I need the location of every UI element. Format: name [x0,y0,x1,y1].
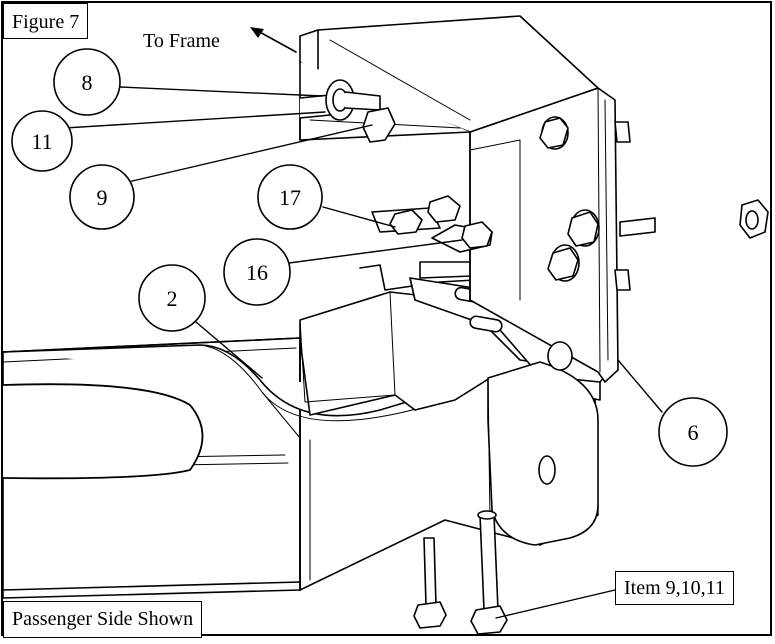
direction-label: To Frame [143,30,220,52]
callout-2: 2 [138,264,206,332]
frame-tube [2,337,599,599]
to-frame-arrow [250,27,297,53]
callout-8-label: 8 [82,70,93,95]
bumper-block [487,361,599,546]
callout-6-label: 6 [688,420,699,445]
callout-16-label: 16 [246,260,268,285]
item-note: Item 9,10,11 [615,571,734,605]
leader-lines [64,86,663,619]
callout-6: 6 [658,397,728,467]
callout-17: 17 [257,164,323,230]
bottom-bolts [413,510,508,635]
callout-17-label: 17 [279,185,301,210]
vertical-plate [469,87,619,383]
callout-9: 9 [69,164,135,230]
figure-label: Figure 7 [3,3,89,39]
plate-bolts [539,116,656,371]
callout-2-label: 2 [167,286,178,311]
view-note: Passenger Side Shown [3,601,203,638]
callout-8: 8 [53,48,121,116]
top-bolt-assembly [325,79,396,143]
callout-9-label: 9 [97,185,108,210]
callout-16: 16 [223,238,291,306]
callout-11: 11 [11,110,73,172]
loose-nut [739,199,769,239]
callout-11-label: 11 [31,129,52,154]
